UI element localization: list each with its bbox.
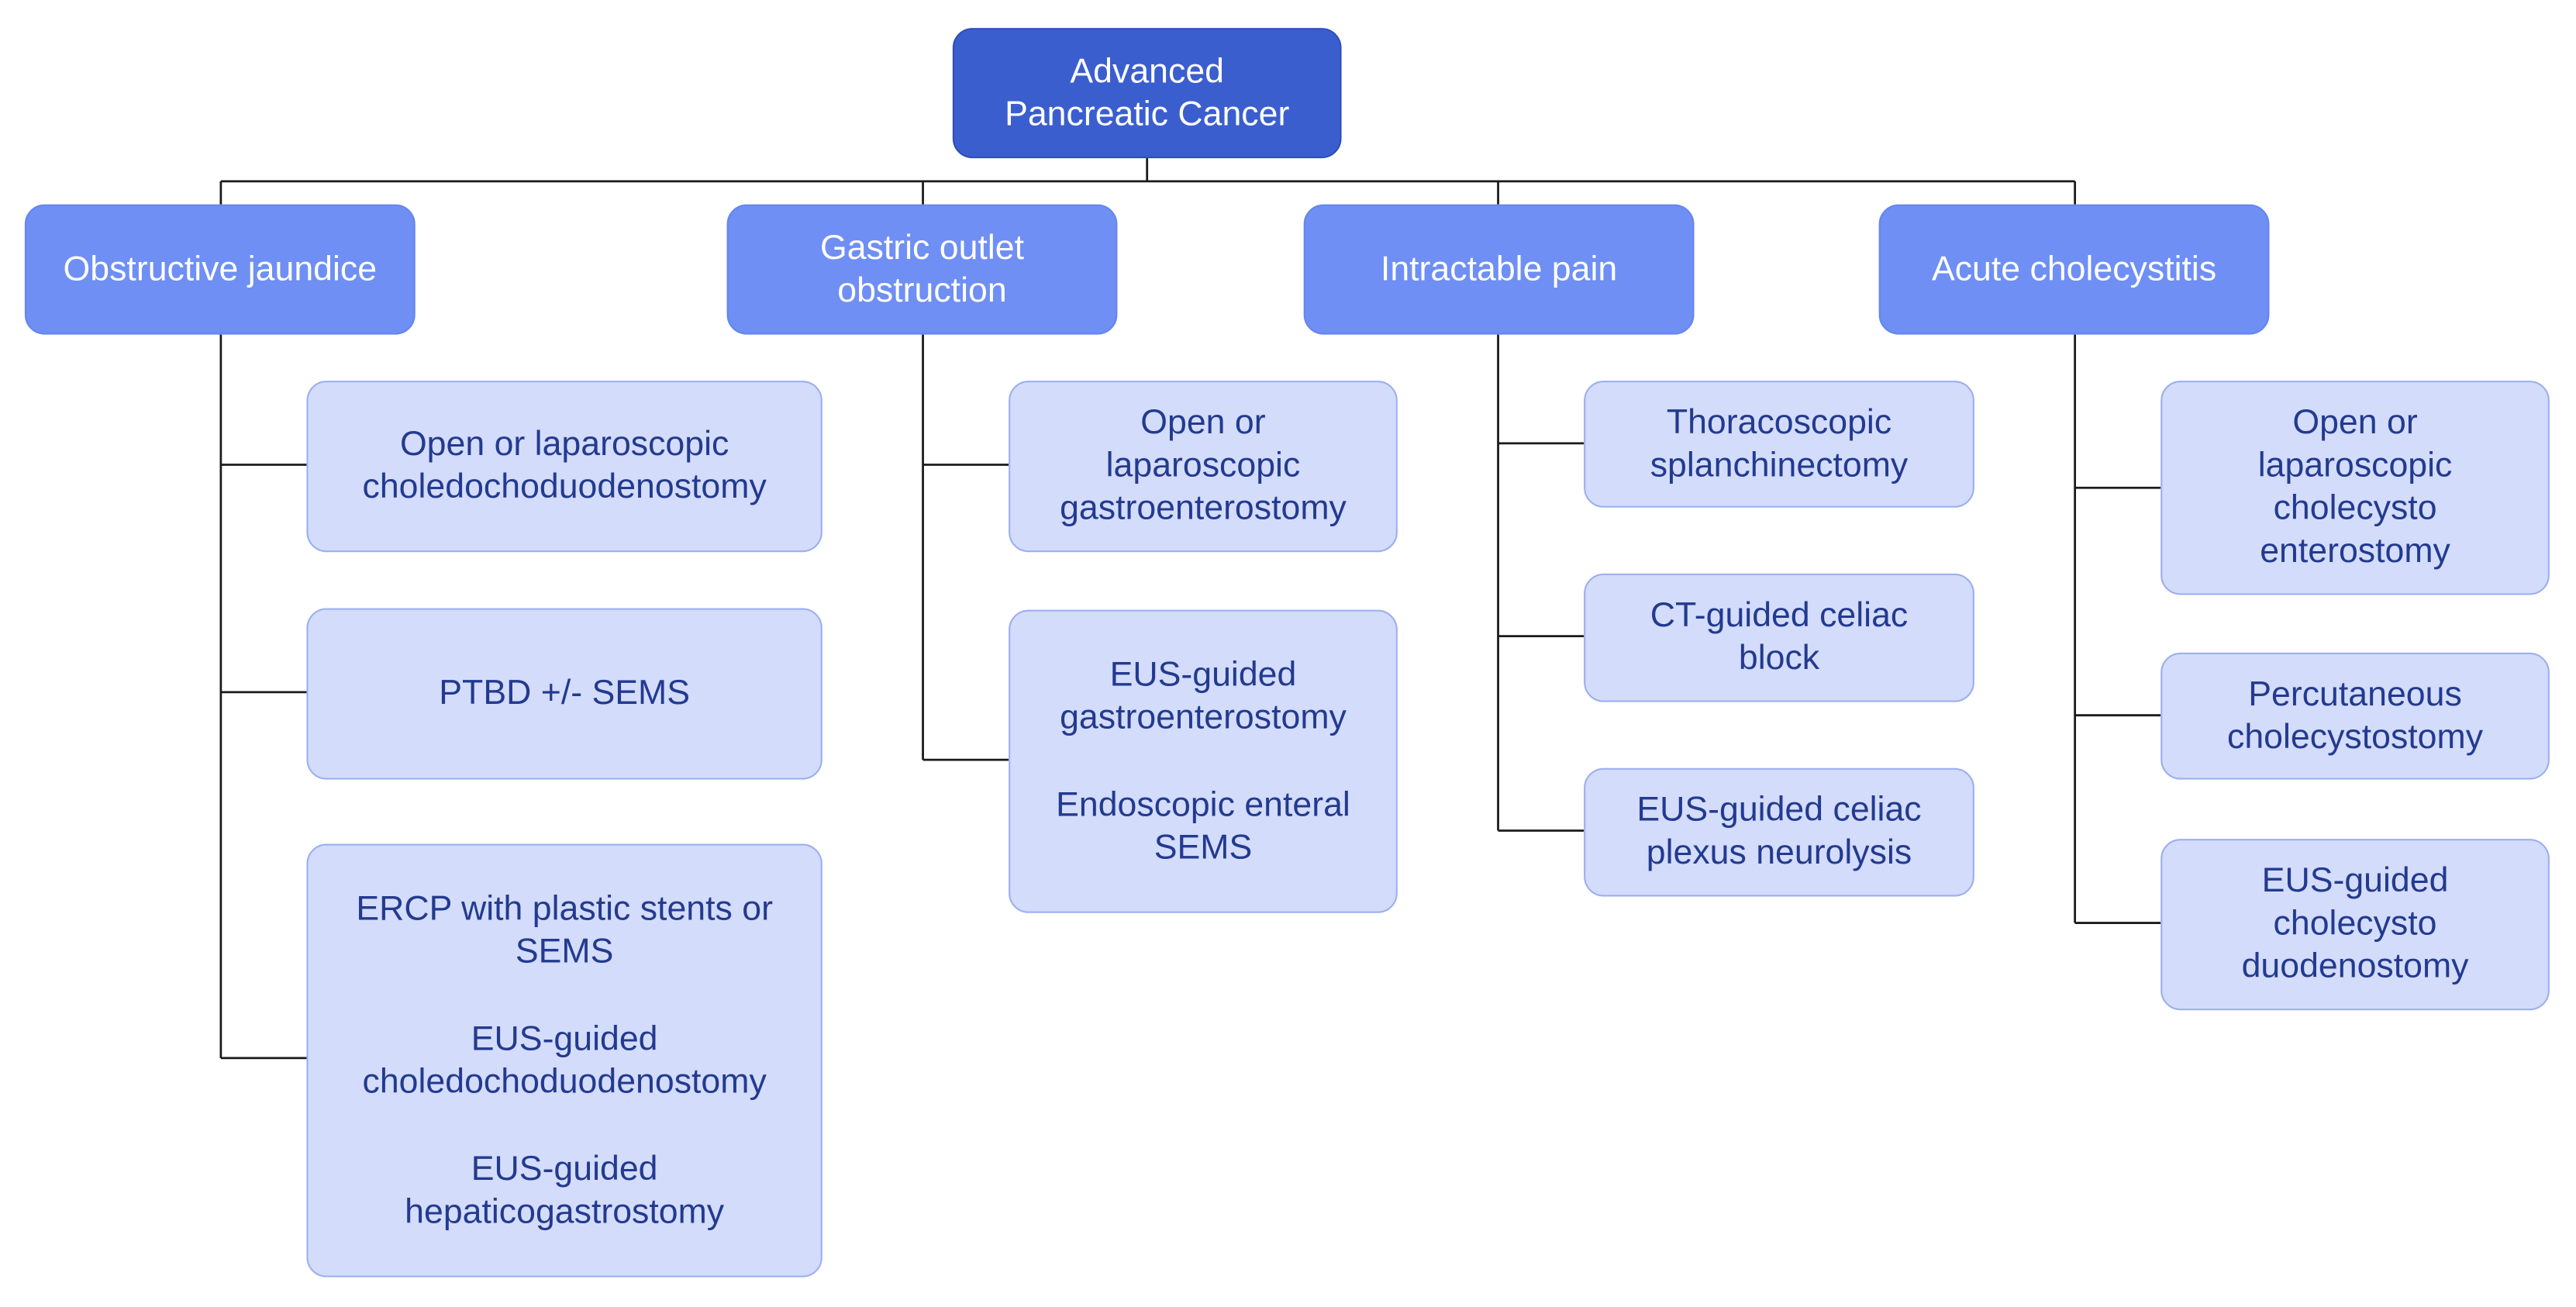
- option-label: Open or laparoscopic choledochoduodenost…: [362, 425, 767, 506]
- option-label: Thoracoscopic splanchinectomy: [1650, 402, 1909, 484]
- category-intractable-pain: Intractable pain: [1303, 204, 1695, 335]
- option-label: EUS-guided cholecysto duodenostomy: [2241, 861, 2469, 986]
- option-eus-cholecysto-duodenostomy: EUS-guided cholecysto duodenostomy: [2160, 839, 2550, 1011]
- option-ercp-eus-jaundice: ERCP with plastic stents or SEMS EUS-gui…: [306, 843, 822, 1278]
- option-label: EUS-guided hepaticogastrostomy: [405, 1149, 725, 1231]
- root-node: Advanced Pancreatic Cancer: [952, 28, 1342, 159]
- option-eus-celiac-plexus-neurolysis: EUS-guided celiac plexus neurolysis: [1584, 767, 1974, 897]
- category-obstructive-jaundice: Obstructive jaundice: [24, 204, 416, 335]
- option-label: EUS-guided choledochoduodenostomy: [362, 1019, 767, 1101]
- category-label: Obstructive jaundice: [63, 250, 378, 288]
- option-label: EUS-guided gastroenterostomy: [1060, 655, 1347, 736]
- option-ptbd-sems: PTBD +/- SEMS: [306, 608, 822, 780]
- option-percutaneous-cholecystostomy: Percutaneous cholecystostomy: [2160, 652, 2550, 780]
- option-label: Open or laparoscopic gastroenterostomy: [1060, 403, 1347, 528]
- category-label: Acute cholecystitis: [1931, 250, 2217, 288]
- option-ct-guided-celiac-block: CT-guided celiac block: [1584, 573, 1974, 702]
- option-open-laparoscopic-choledochoduodenostomy: Open or laparoscopic choledochoduodenost…: [306, 381, 822, 553]
- option-label: Endoscopic enteral SEMS: [1056, 785, 1350, 867]
- option-label: ERCP with plastic stents or SEMS: [356, 888, 773, 971]
- option-label: Open or laparoscopic cholecysto enterost…: [2257, 403, 2453, 571]
- option-label: EUS-guided celiac plexus neurolysis: [1636, 791, 1922, 872]
- option-label: CT-guided celiac block: [1650, 596, 1909, 678]
- option-open-laparoscopic-gastroenterostomy: Open or laparoscopic gastroenterostomy: [1009, 381, 1398, 553]
- category-gastric-outlet-obstruction: Gastric outlet obstruction: [726, 204, 1118, 335]
- option-open-laparoscopic-cholecysto-enterostomy: Open or laparoscopic cholecysto enterost…: [2160, 381, 2550, 595]
- option-label: Percutaneous cholecystostomy: [2227, 674, 2484, 756]
- option-eus-gastroenterostomy-enteral-sems: EUS-guided gastroenterostomy Endoscopic …: [1009, 609, 1398, 913]
- category-label: Gastric outlet obstruction: [819, 228, 1025, 309]
- option-label: PTBD +/- SEMS: [439, 674, 691, 712]
- category-acute-cholecystitis: Acute cholecystitis: [1878, 204, 2270, 335]
- option-thoracoscopic-splanchinectomy: Thoracoscopic splanchinectomy: [1584, 381, 1974, 508]
- root-label: Advanced Pancreatic Cancer: [1005, 51, 1290, 133]
- category-label: Intractable pain: [1380, 250, 1618, 288]
